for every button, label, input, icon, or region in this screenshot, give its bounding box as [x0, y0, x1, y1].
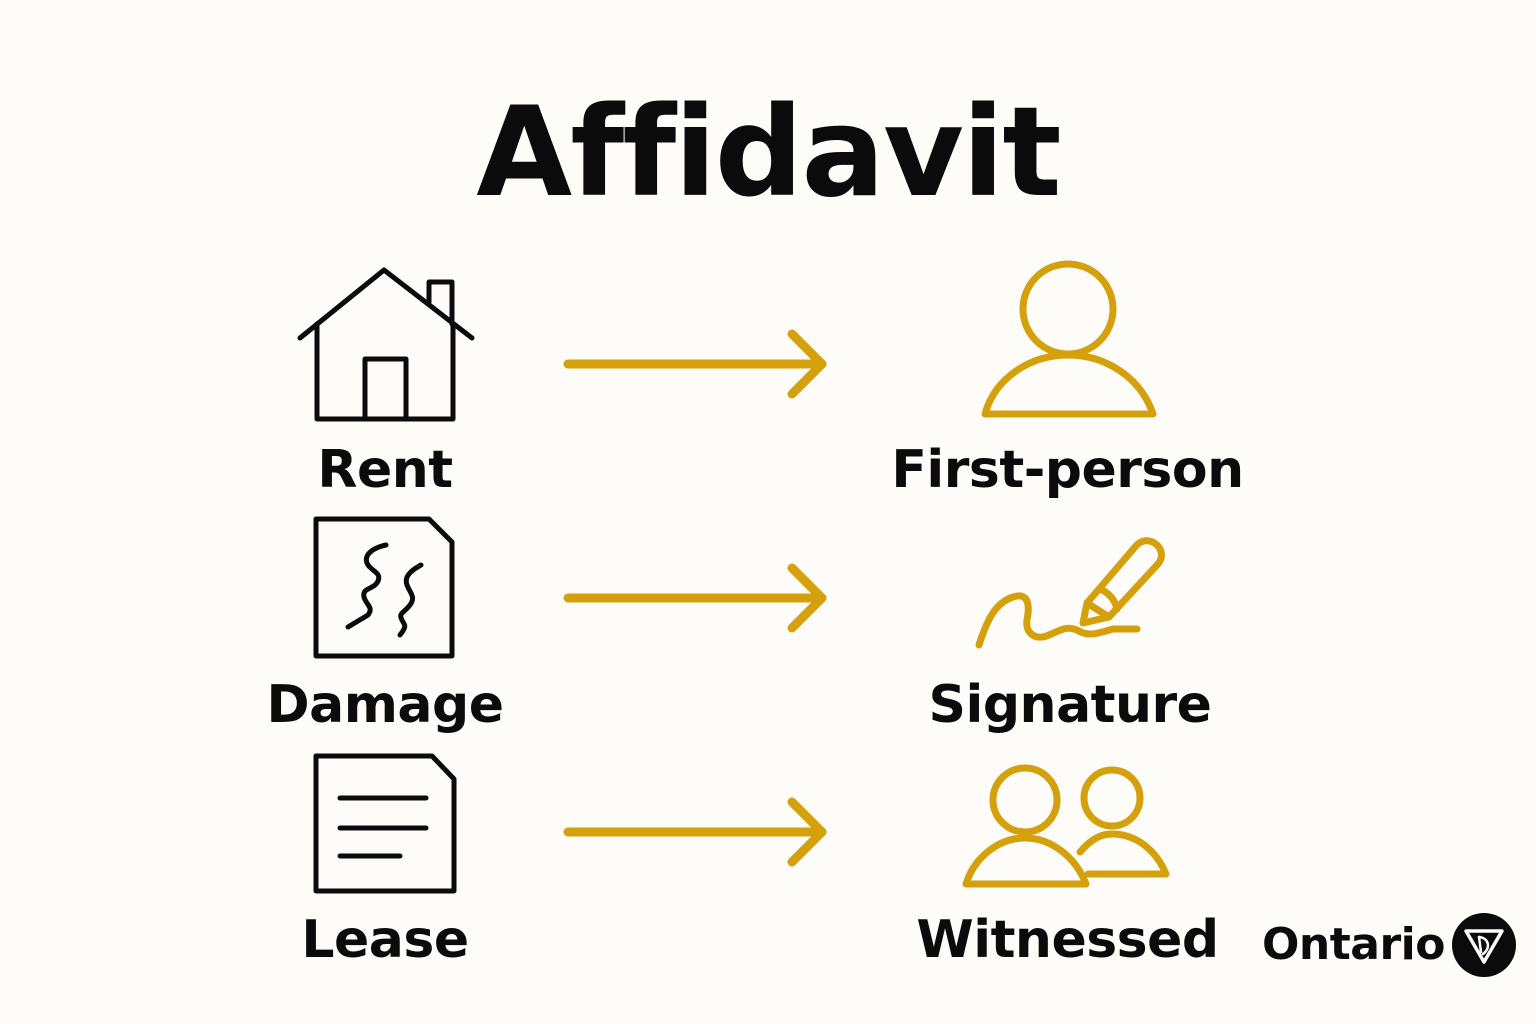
- house-icon: [297, 267, 475, 422]
- row-3-left-label: Lease: [301, 910, 469, 970]
- document-lines-icon: [313, 753, 457, 894]
- ontario-trillium-icon: [1451, 913, 1516, 977]
- ontario-logo: Ontario: [1262, 905, 1517, 985]
- damaged-document-icon: [313, 516, 455, 659]
- arrow-right-icon: [563, 797, 827, 867]
- two-people-icon: [962, 764, 1170, 888]
- logo-text: Ontario: [1262, 919, 1445, 970]
- row-3-right-label: Witnessed: [916, 910, 1219, 970]
- page-title: Affidavit: [476, 81, 1061, 225]
- row-1-left-label: Rent: [317, 440, 453, 500]
- arrow-right-icon: [563, 329, 827, 399]
- row-2-left-label: Damage: [266, 675, 504, 735]
- person-icon: [981, 260, 1157, 418]
- row-2-right-label: Signature: [928, 675, 1212, 735]
- arrow-right-icon: [563, 563, 827, 633]
- pen-signature-icon: [975, 537, 1165, 649]
- row-1-right-label: First-person: [891, 440, 1244, 500]
